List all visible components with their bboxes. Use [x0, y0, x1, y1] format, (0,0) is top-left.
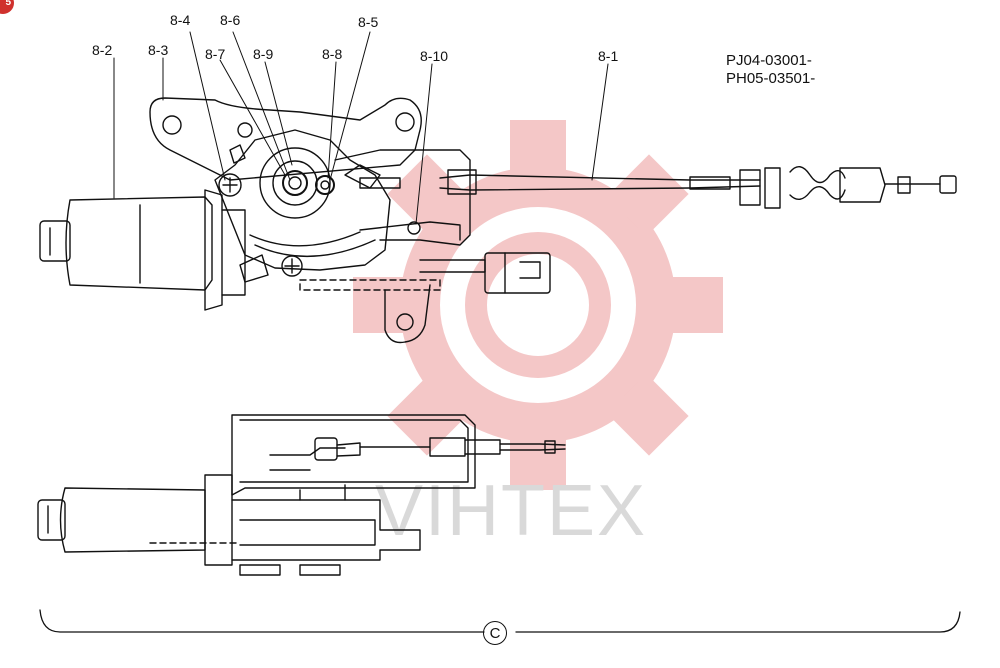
page-badge-text: 5: [5, 0, 11, 8]
gear-housing-top-view: [214, 122, 421, 283]
callout-8-10: 8-10: [420, 48, 449, 64]
cable-top-view: [439, 166, 957, 209]
callout-8-3: 8-3: [148, 42, 169, 58]
assembly-bracket: [39, 609, 961, 633]
switch-plate-top-view: [299, 149, 551, 294]
bracket-top-view: [149, 97, 431, 344]
callout-8-9: 8-9: [253, 46, 274, 62]
serial-range-line-2: PH05-03501-: [726, 70, 816, 87]
serial-range-line-1: PJ04-03001-: [726, 52, 812, 69]
page-badge: 5: [0, 0, 14, 14]
callout-8-8: 8-8: [322, 46, 343, 62]
callout-8-7: 8-7: [205, 46, 226, 62]
leader-lines: [113, 31, 609, 225]
circled-letter-icon: C: [483, 621, 507, 645]
callout-8-2: 8-2: [92, 42, 113, 58]
motor-side-view: [37, 414, 566, 576]
callout-8-6: 8-6: [220, 12, 241, 28]
callout-8-5: 8-5: [358, 14, 379, 30]
motor-top-view: [39, 189, 246, 311]
callout-8-4: 8-4: [170, 12, 191, 28]
callout-8-1: 8-1: [598, 48, 619, 64]
